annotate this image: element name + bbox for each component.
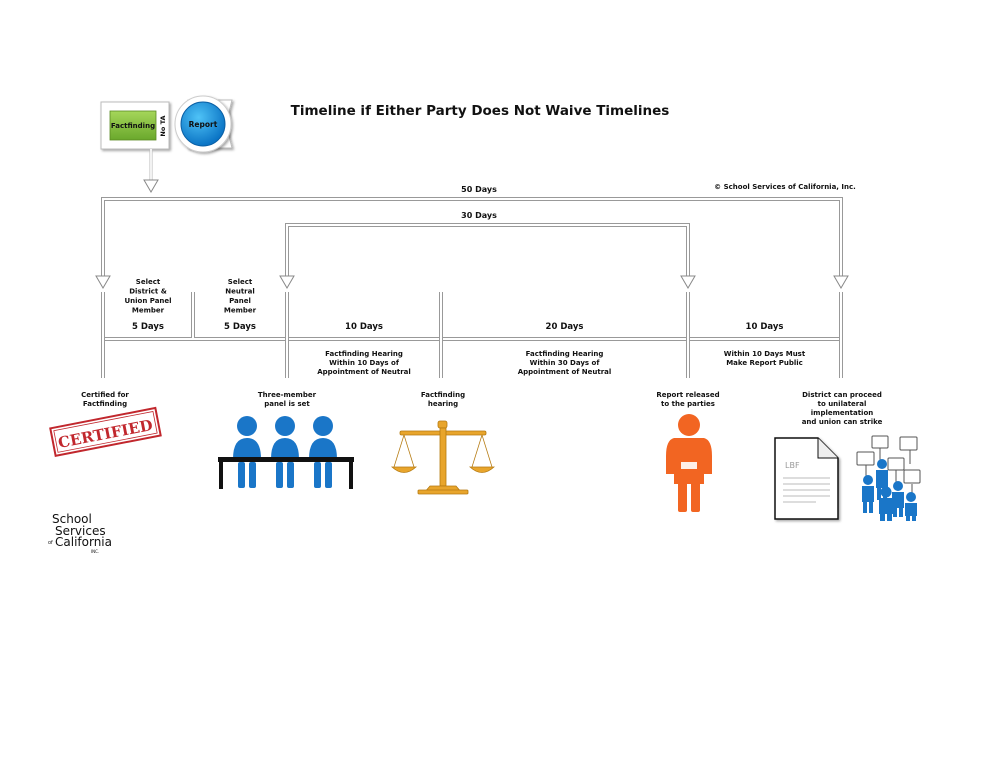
badge-report-label: Report <box>189 120 218 129</box>
badge-no-ta-label: No TA <box>159 115 167 136</box>
scales-icon <box>390 420 496 495</box>
milestone-label-line: panel is set <box>264 400 310 408</box>
step-title-line: Select <box>228 278 253 286</box>
bracket-50-days <box>95 197 849 289</box>
step-duration: 20 Days <box>546 322 584 332</box>
step-title-line: Neutral <box>225 288 255 296</box>
step-duration: 10 Days <box>345 322 383 332</box>
document-label: LBF <box>785 461 800 470</box>
step-note-line: Appointment of Neutral <box>317 368 411 376</box>
step-note-line: Within 30 Days of <box>530 359 601 367</box>
logo-line-california: California <box>55 535 112 549</box>
bracket-30-days <box>279 223 696 289</box>
span-50-days-label: 50 Days <box>461 185 497 194</box>
step-note-line: Within 10 Days Must <box>724 350 806 358</box>
milestone-label-line: and union can strike <box>802 418 883 426</box>
step-note-line: Make Report Public <box>726 359 803 367</box>
step-duration: 5 Days <box>132 322 164 332</box>
milestone-label-line: Three-member <box>258 391 317 399</box>
copyright-text: © School Services of California, Inc. <box>714 183 856 191</box>
certified-stamp: CERTIFIED <box>49 406 162 458</box>
protest-strike-icon <box>856 435 921 521</box>
milestone-label-line: Report released <box>656 391 719 399</box>
logo-line-school: School <box>52 512 92 526</box>
step-duration: 10 Days <box>746 322 784 332</box>
three-member-panel-icon <box>218 416 354 489</box>
step-title-line: Union Panel <box>124 297 171 305</box>
step-title-line: District & <box>129 288 167 296</box>
logo-of: of <box>48 540 53 546</box>
step-title-line: Panel <box>229 297 251 305</box>
timeline-milestones: Certified forFactfindingThree-memberpane… <box>81 391 882 426</box>
milestone-label-line: Factfinding <box>83 400 127 408</box>
step-note-line: Within 10 Days of <box>329 359 400 367</box>
logo-line-services: Services <box>55 524 106 538</box>
milestone-label-line: Factfinding <box>421 391 465 399</box>
diagram-title: Timeline if Either Party Does Not Waive … <box>291 103 670 119</box>
span-30-days-label: 30 Days <box>461 211 497 220</box>
person-report-icon <box>666 414 712 512</box>
milestone-label-line: hearing <box>428 400 458 408</box>
school-services-logo: School Services of California INC. <box>48 512 112 554</box>
document-icon: LBF <box>774 437 839 520</box>
step-title-line: Member <box>224 307 257 315</box>
step-note-line: Factfinding Hearing <box>526 350 604 358</box>
milestone-label-line: District can proceed <box>802 391 882 399</box>
step-note-line: Factfinding Hearing <box>325 350 403 358</box>
timeline-axis <box>101 292 843 378</box>
milestone-label-line: implementation <box>811 409 874 417</box>
step-note-line: Appointment of Neutral <box>518 368 612 376</box>
logo-inc: INC. <box>91 549 99 554</box>
step-title-line: Select <box>136 278 161 286</box>
milestone-label-line: Certified for <box>81 391 129 399</box>
badge-factfinding-label: Factfinding <box>111 122 155 130</box>
step-title-line: Member <box>132 307 165 315</box>
step-duration: 5 Days <box>224 322 256 332</box>
factfinding-badge: Factfinding No TA Report <box>100 95 233 193</box>
milestone-label-line: to unilateral <box>818 400 867 408</box>
milestone-label-line: to the parties <box>661 400 715 408</box>
